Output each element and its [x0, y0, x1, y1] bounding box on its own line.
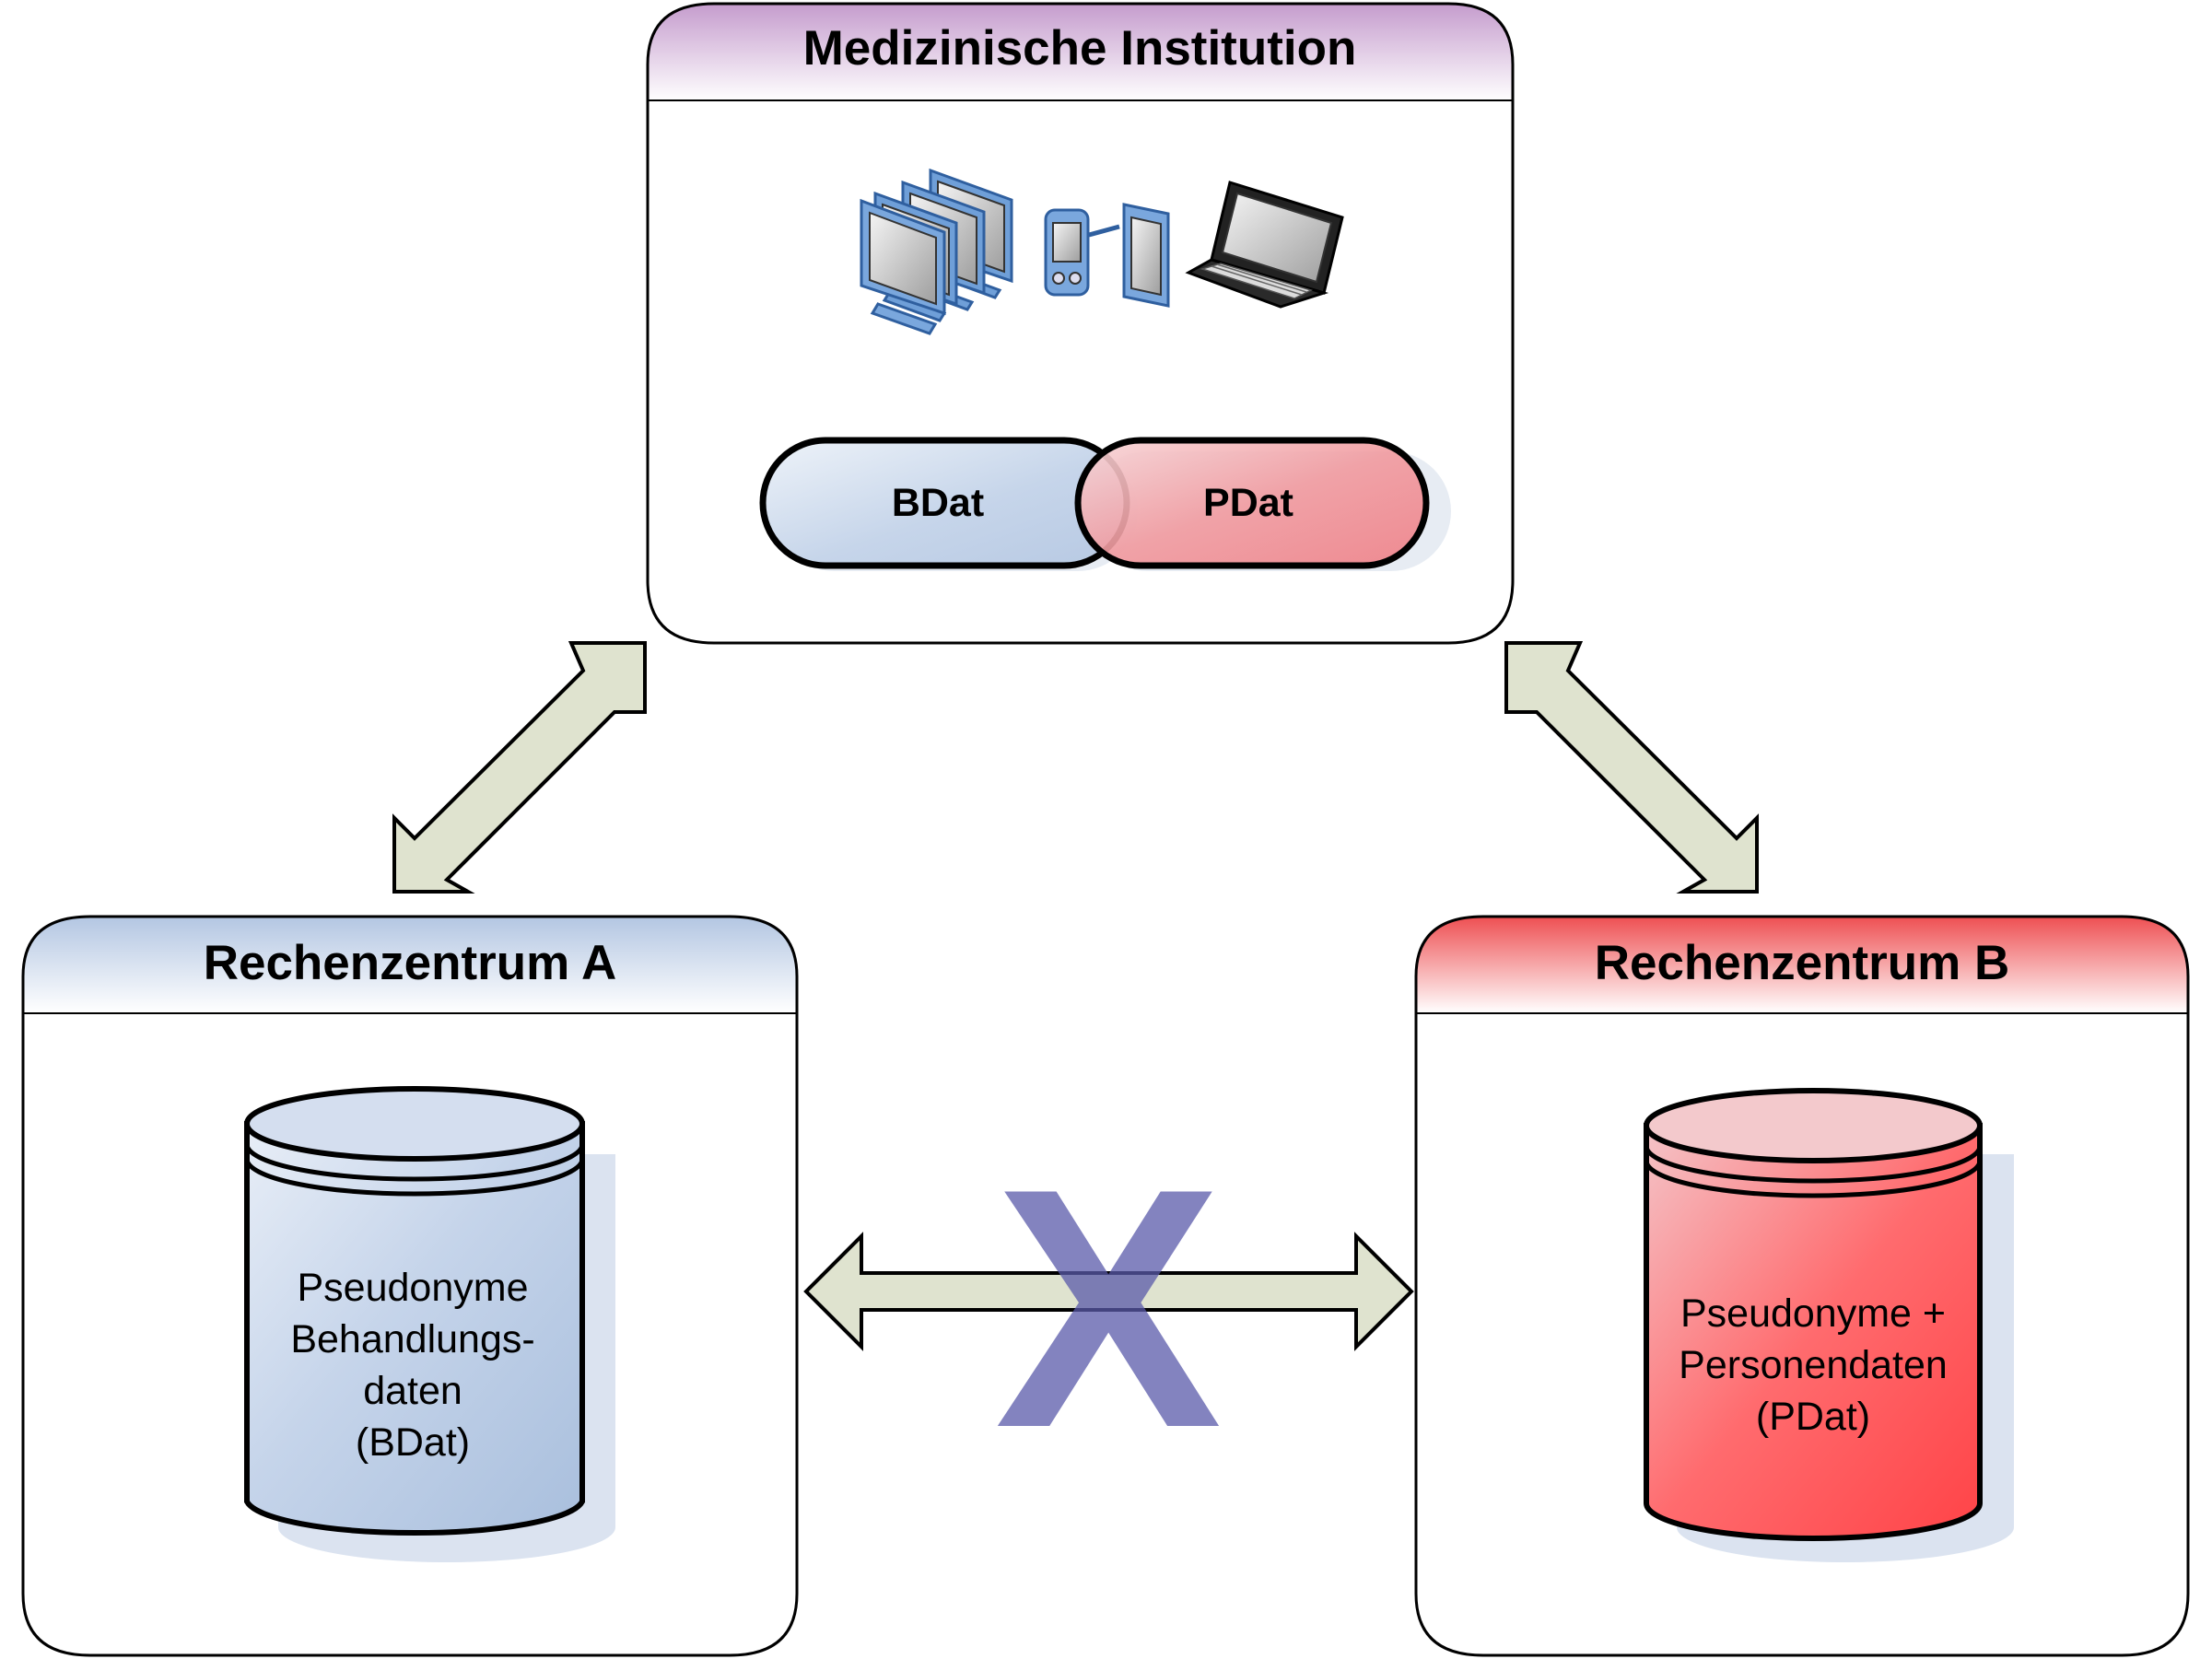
center-a-header-band: [23, 917, 797, 1013]
pda-cable: [1088, 224, 1120, 238]
database-a-line-4: (BDat): [356, 1420, 470, 1465]
institution-frame: [646, 2, 1515, 645]
center-b-box: Rechenzentrum B Pseudonyme + Personendat…: [1414, 915, 2190, 1657]
database-a-line-3: daten: [363, 1369, 462, 1413]
center-b-title: Rechenzentrum B: [1595, 936, 2010, 990]
arrow-center-a-to-center-b: [803, 1232, 1414, 1351]
bdat-pill-label: BDat: [892, 481, 984, 525]
database-b-line-3: (PDat): [1756, 1395, 1870, 1439]
center-a-frame: [21, 915, 799, 1657]
database-b-line-2: Personendaten: [1679, 1343, 1948, 1387]
pda-icon: [1044, 208, 1090, 297]
arrow-institution-to-center-a: [392, 641, 647, 894]
database-a-line-2: Behandlungs-: [290, 1317, 534, 1361]
database-b-icon: Pseudonyme + Personendaten (PDat): [1644, 1088, 2014, 1562]
tablet-icon: [1122, 203, 1170, 308]
desktop-computers-icon: [860, 168, 1013, 335]
center-a-box: Rechenzentrum A Pseudonyme Behandlungs- …: [21, 915, 799, 1657]
database-a-line-1: Pseudonyme: [298, 1266, 529, 1310]
institution-header-band: [648, 4, 1513, 101]
institution-box: Medizinische Institution: [646, 2, 1515, 645]
pdat-pill: [1074, 437, 1430, 569]
center-b-header-band: [1416, 917, 2188, 1013]
data-pill-group: BDat PDat: [759, 437, 1451, 571]
center-b-frame: [1414, 915, 2190, 1657]
center-a-title: Rechenzentrum A: [204, 936, 617, 990]
blocked-connection-x-mark: X: [995, 1118, 1224, 1499]
database-a-icon: Pseudonyme Behandlungs- daten (BDat): [244, 1086, 615, 1562]
laptop-icon: [1185, 181, 1344, 309]
pdat-pill-label: PDat: [1203, 481, 1293, 525]
institution-title: Medizinische Institution: [803, 21, 1357, 76]
database-b-line-1: Pseudonyme +: [1680, 1291, 1946, 1336]
arrow-institution-to-center-b: [1504, 641, 1759, 894]
